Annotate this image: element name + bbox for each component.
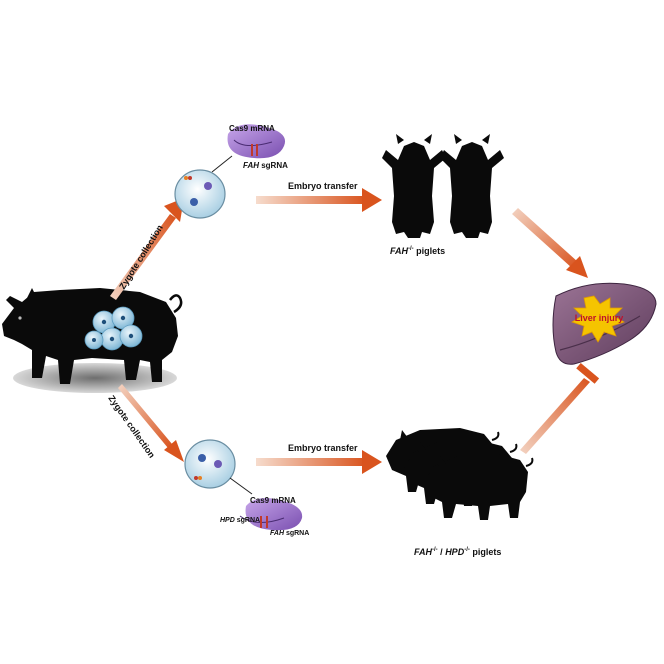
sow-tail [169, 294, 183, 314]
embryo-transfer-top-label: Embryo transfer [288, 181, 358, 191]
inhibition-arrow-to-liver [520, 362, 600, 454]
rna-blob-top [227, 124, 286, 159]
piglet-side-3 [424, 454, 534, 520]
fah-piglets-label: FAH-/- piglets [390, 246, 445, 256]
cas9-mrna-top-label: Cas9 mRNA [229, 124, 275, 133]
zygote-top [174, 169, 226, 219]
liver [552, 282, 657, 365]
liver-injury-burst [571, 295, 625, 343]
embryo-transfer-bottom-label: Embryo transfer [288, 443, 358, 453]
zygote-collection-top-label: Zygote collection [117, 223, 165, 291]
fah-sgrna-top-label: FAH sgRNA [243, 161, 288, 170]
liver-injury-label: Liver injury [575, 313, 624, 323]
sow-with-zygotes [2, 288, 183, 393]
fah-piglets [382, 134, 504, 238]
zygote-top-cell [174, 169, 226, 219]
zygote-bottom-cell [184, 439, 236, 489]
sow-eye [18, 316, 22, 320]
cas9-mrna-bottom-label: Cas9 mRNA [250, 496, 296, 505]
arrow-embryo-transfer-bottom [256, 450, 382, 474]
arrow-zygote-collection-down [118, 384, 184, 462]
arrow-to-liver-top [512, 208, 588, 278]
injection-line-top [211, 155, 233, 173]
piglet-upright-1 [382, 134, 446, 238]
injection-line-bottom [229, 477, 253, 495]
fah-sgrna-bottom-label: FAH sgRNA [270, 530, 309, 537]
hpd-sgrna-label: HPD sgRNA [220, 517, 260, 524]
rna-blob-bottom [239, 498, 303, 531]
fah-hpd-piglets-label: FAH-/- / HPD-/- piglets [414, 547, 501, 557]
piglet-upright-2 [440, 134, 504, 238]
sow-ear [26, 288, 38, 300]
fah-hpd-piglets [386, 428, 534, 520]
zygote-bottom [184, 439, 236, 489]
zygote-cluster [84, 306, 143, 351]
arrow-embryo-transfer-top [256, 188, 382, 212]
inhibition-bar [576, 362, 600, 384]
